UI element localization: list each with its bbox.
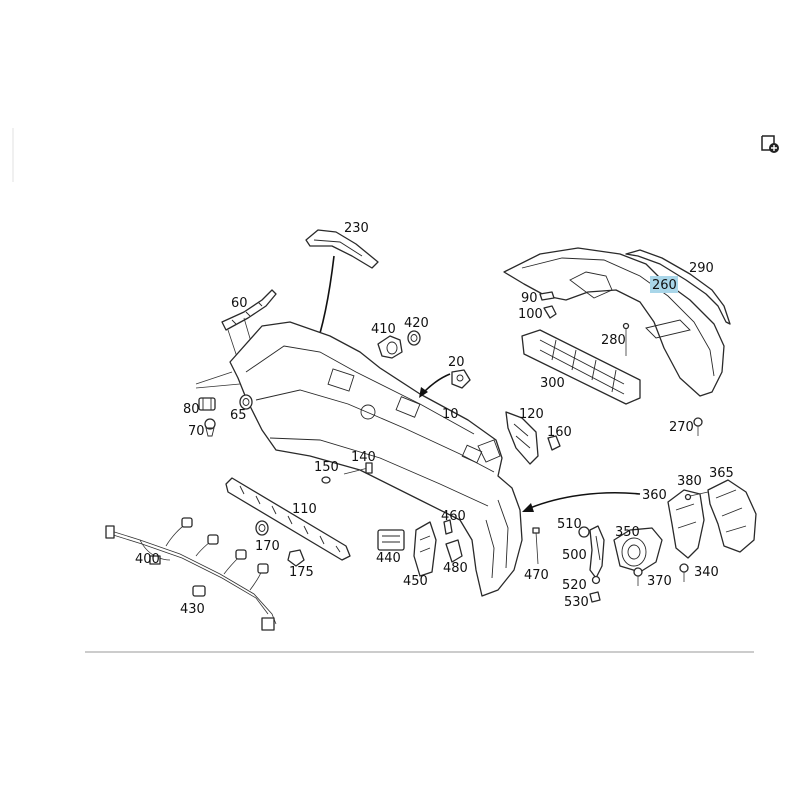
add-to-list-icon[interactable] — [760, 134, 780, 154]
callout-530[interactable]: 530 — [564, 595, 589, 610]
callout-110[interactable]: 110 — [292, 502, 317, 517]
part-80-clip[interactable] — [198, 397, 216, 411]
callout-460[interactable]: 460 — [441, 509, 466, 524]
part-350-tow-hook-housing[interactable] — [613, 527, 663, 573]
callout-150[interactable]: 150 — [314, 460, 339, 475]
part-100-clip[interactable] — [543, 305, 557, 319]
callout-365[interactable]: 365 — [709, 466, 734, 481]
arrow-20 — [423, 373, 451, 393]
callout-260[interactable]: 260 — [652, 278, 677, 293]
part-70-screw[interactable] — [204, 418, 216, 437]
part-230-bracket[interactable] — [305, 229, 379, 269]
part-360-bracket[interactable] — [667, 489, 705, 559]
callout-360[interactable]: 360 — [642, 488, 667, 503]
part-270-screw[interactable] — [693, 417, 703, 436]
part-510-nut[interactable] — [578, 526, 590, 538]
callout-480[interactable]: 480 — [443, 561, 468, 576]
callout-60[interactable]: 60 — [231, 296, 248, 311]
part-175-clip[interactable] — [287, 549, 305, 567]
callout-350[interactable]: 350 — [615, 525, 640, 540]
callout-65[interactable]: 65 — [230, 408, 247, 423]
arrowhead-20 — [419, 387, 428, 398]
part-280-bolt[interactable] — [622, 322, 630, 357]
highlight-part-260 — [650, 276, 678, 293]
callout-470[interactable]: 470 — [524, 568, 549, 583]
callout-175[interactable]: 175 — [289, 565, 314, 580]
callout-20[interactable]: 20 — [448, 355, 465, 370]
part-300-lower-grille[interactable] — [521, 329, 641, 405]
part-440-module[interactable] — [377, 529, 405, 551]
part-170-grommet[interactable] — [255, 520, 269, 536]
callout-410[interactable]: 410 — [371, 322, 396, 337]
callout-120[interactable]: 120 — [519, 407, 544, 422]
part-10-bumper-cover[interactable] — [229, 321, 523, 597]
part-120-reflector-bracket[interactable] — [505, 411, 539, 465]
part-110-mounting-rail[interactable] — [225, 477, 351, 561]
callout-300[interactable]: 300 — [540, 376, 565, 391]
callout-450[interactable]: 450 — [403, 574, 428, 589]
part-60-side-rail[interactable] — [221, 289, 277, 331]
part-470-bolt[interactable] — [532, 527, 540, 565]
part-150-washer[interactable] — [321, 476, 331, 484]
callout-70[interactable]: 70 — [188, 424, 205, 439]
part-20-cap[interactable] — [451, 369, 471, 389]
callout-370[interactable]: 370 — [647, 574, 672, 589]
part-380-clip[interactable] — [684, 491, 709, 501]
callout-290[interactable]: 290 — [689, 261, 714, 276]
callout-400[interactable]: 400 — [135, 552, 160, 567]
arrowhead-right-group — [522, 503, 534, 512]
arrow-right-group-to-bumper — [529, 491, 641, 509]
part-520-screw[interactable] — [591, 575, 601, 585]
callout-160[interactable]: 160 — [547, 425, 572, 440]
leader-80 — [195, 371, 241, 389]
callout-100[interactable]: 100 — [518, 307, 543, 322]
part-90-clip[interactable] — [539, 291, 555, 301]
part-460-clip[interactable] — [443, 519, 453, 535]
callout-280[interactable]: 280 — [601, 333, 626, 348]
part-450-bracket[interactable] — [413, 521, 437, 577]
part-290-seal-strip[interactable] — [625, 249, 731, 325]
callout-430[interactable]: 430 — [180, 602, 205, 617]
callout-500[interactable]: 500 — [562, 548, 587, 563]
callout-270[interactable]: 270 — [669, 420, 694, 435]
callout-80[interactable]: 80 — [183, 402, 200, 417]
callout-90[interactable]: 90 — [521, 291, 538, 306]
part-160-clip[interactable] — [547, 435, 561, 451]
callout-230[interactable]: 230 — [344, 221, 369, 236]
callout-140[interactable]: 140 — [351, 450, 376, 465]
part-370-screw[interactable] — [633, 567, 643, 586]
callout-520[interactable]: 520 — [562, 578, 587, 593]
part-140-bolt[interactable] — [343, 462, 373, 475]
part-410-sensor[interactable] — [377, 335, 403, 359]
callout-10[interactable]: 10 — [442, 407, 459, 422]
callout-170[interactable]: 170 — [255, 539, 280, 554]
part-340-screw[interactable] — [679, 563, 689, 582]
callout-420[interactable]: 420 — [404, 316, 429, 331]
callout-510[interactable]: 510 — [557, 517, 582, 532]
part-65-grommet[interactable] — [239, 394, 253, 410]
part-365-side-bracket[interactable] — [707, 479, 757, 553]
callout-380[interactable]: 380 — [677, 474, 702, 489]
part-400-wiring-harness[interactable] — [105, 517, 277, 631]
part-530-screw[interactable] — [589, 591, 601, 603]
callout-440[interactable]: 440 — [376, 551, 401, 566]
part-430-connector[interactable] — [192, 585, 206, 597]
part-420-sensor-ring[interactable] — [407, 330, 421, 346]
callout-340[interactable]: 340 — [694, 565, 719, 580]
part-500-hook-bracket[interactable] — [589, 525, 605, 579]
part-480-bracket[interactable] — [445, 539, 463, 563]
